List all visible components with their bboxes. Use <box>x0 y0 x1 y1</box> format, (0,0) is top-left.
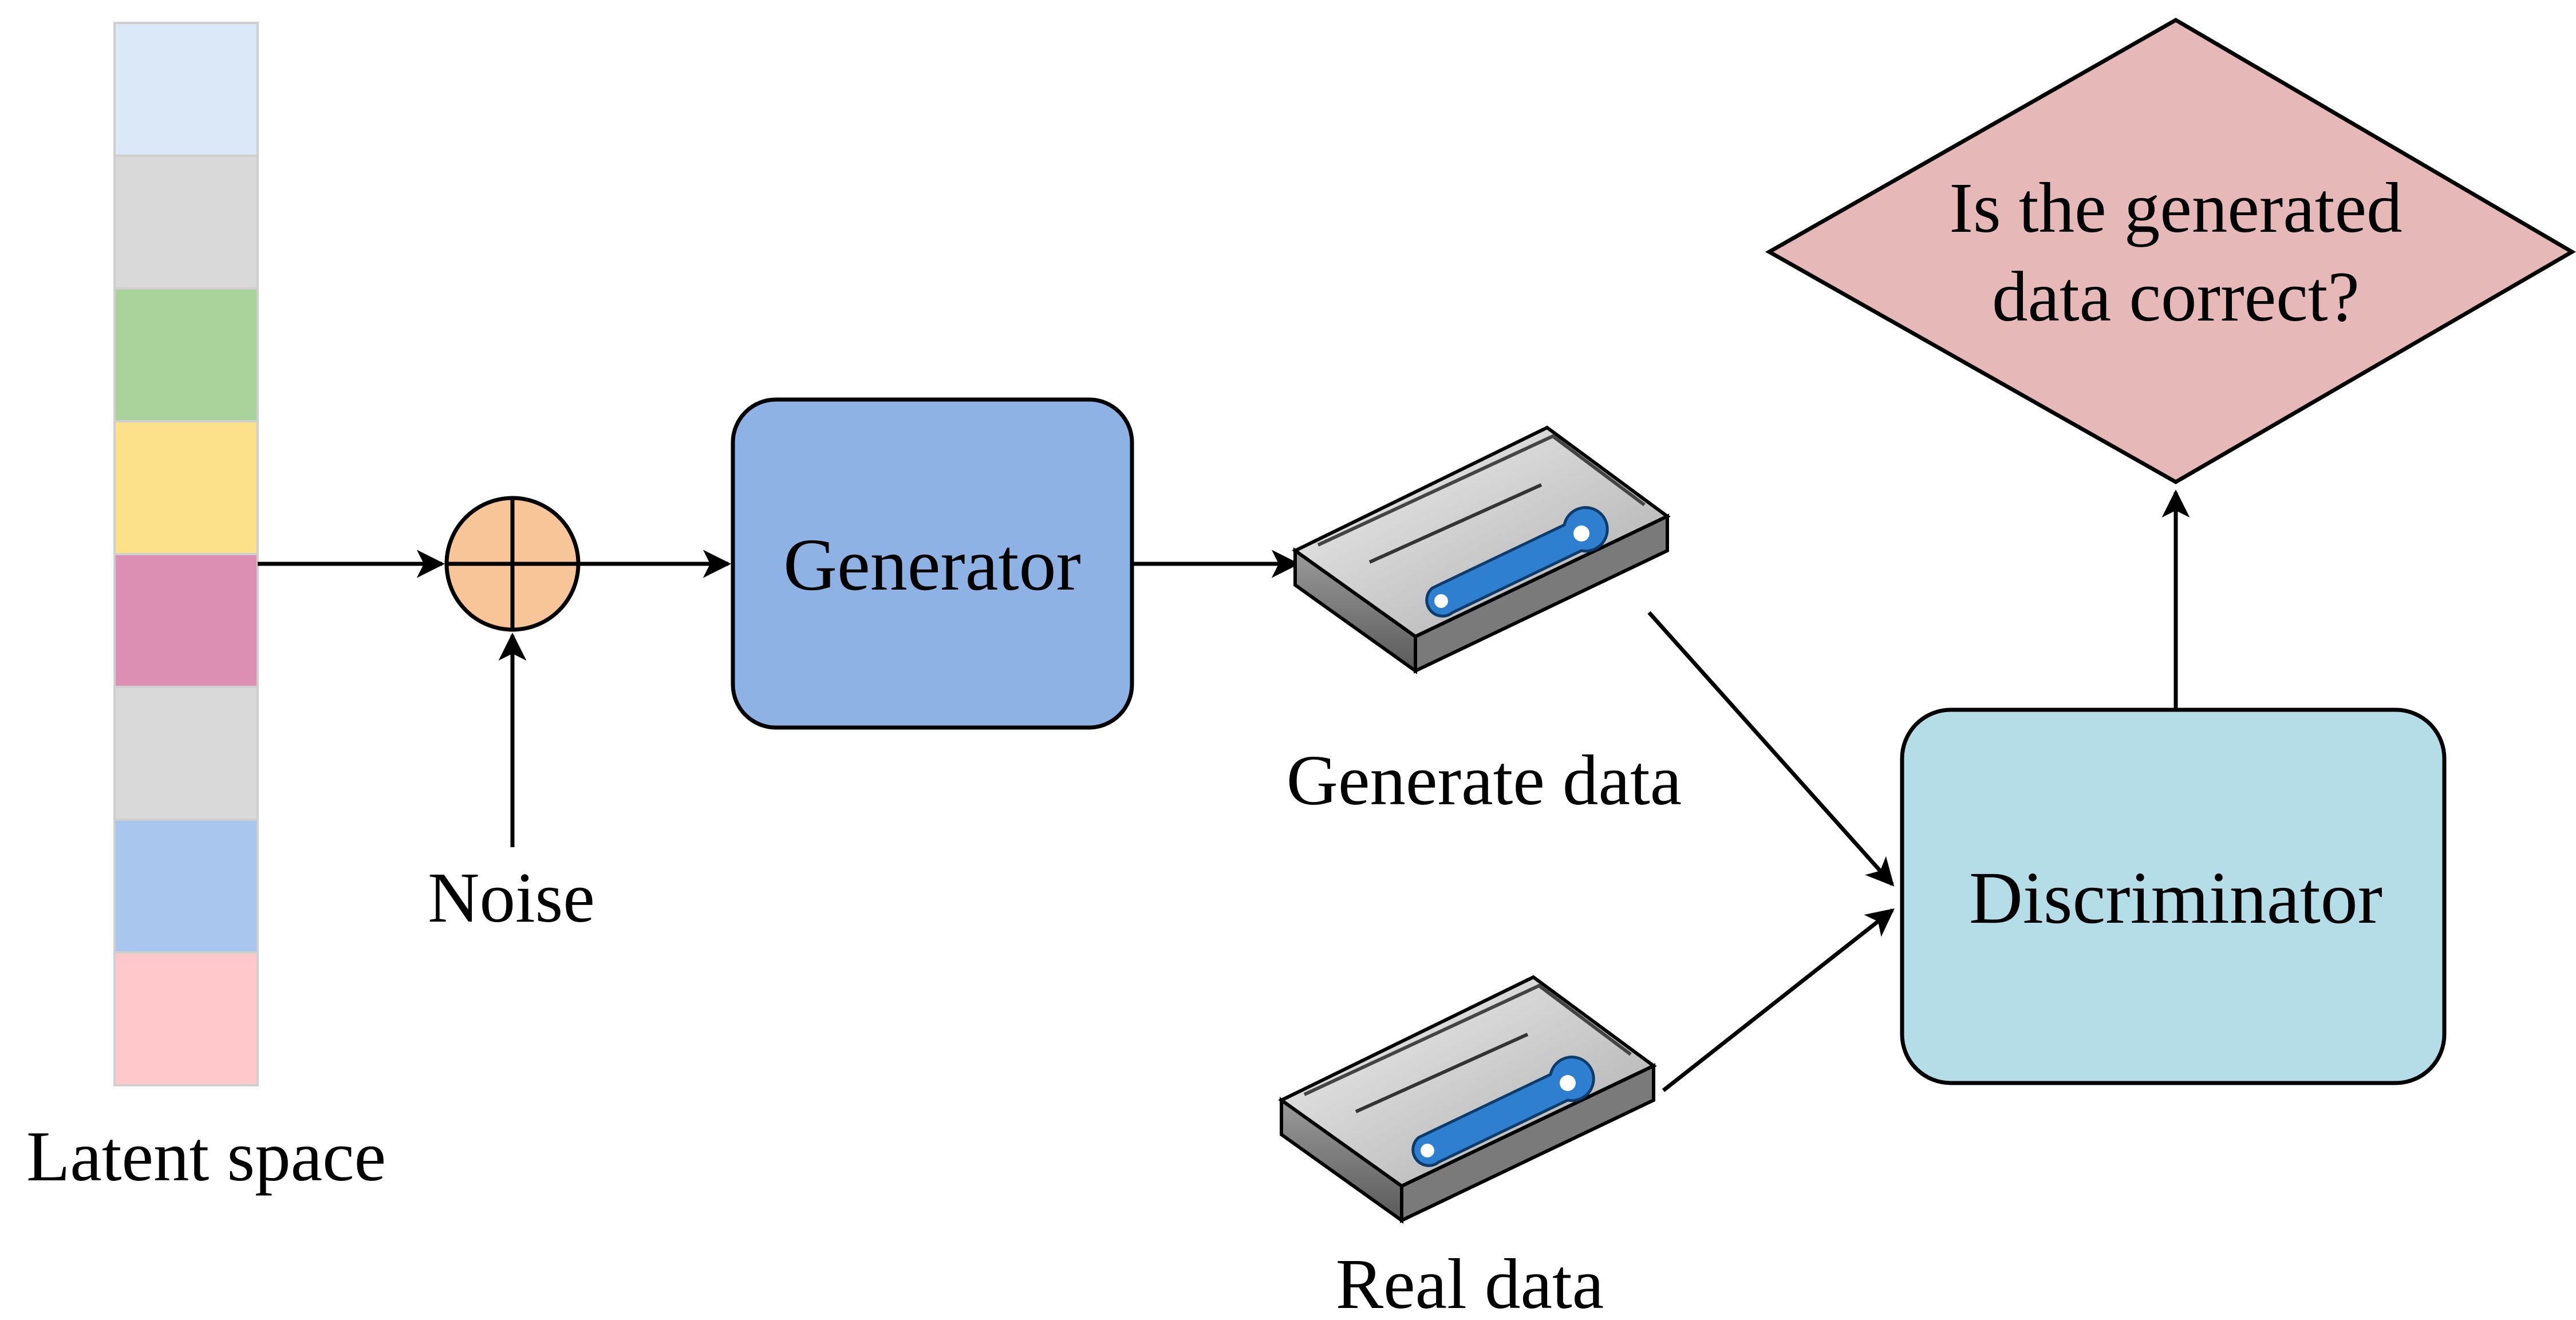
noise-label: Noise <box>428 859 595 938</box>
real-data-label: Real data <box>1336 1245 1604 1320</box>
latent-cell <box>113 553 259 688</box>
decision-diamond: Is the generated data correct? <box>1765 17 2576 485</box>
generator-box: Generator <box>731 397 1134 730</box>
discriminator-label: Discriminator <box>1969 857 2382 939</box>
sum-node-icon <box>444 496 581 632</box>
generated-data-icon <box>1292 425 1671 674</box>
generator-label: Generator <box>783 524 1081 606</box>
decision-line-1: Is the generated <box>1949 169 2402 248</box>
latent-space-label: Latent space <box>26 1117 386 1196</box>
generate-data-label: Generate data <box>1287 741 1682 820</box>
decision-line-2: data correct? <box>1992 258 2360 337</box>
arrow-real-to-discriminator <box>1662 908 1895 1092</box>
arrow-generated-to-discriminator <box>1647 611 1895 887</box>
latent-cell <box>113 686 259 821</box>
discriminator-box: Discriminator <box>1900 708 2447 1085</box>
latent-cell <box>113 420 259 555</box>
real-data-icon <box>1278 975 1657 1224</box>
latent-cell <box>113 22 259 157</box>
latent-cell <box>113 819 259 954</box>
latent-cell <box>113 155 259 290</box>
latent-cell <box>113 287 259 422</box>
latent-cell <box>113 951 259 1086</box>
latent-space-vector <box>113 22 259 1086</box>
